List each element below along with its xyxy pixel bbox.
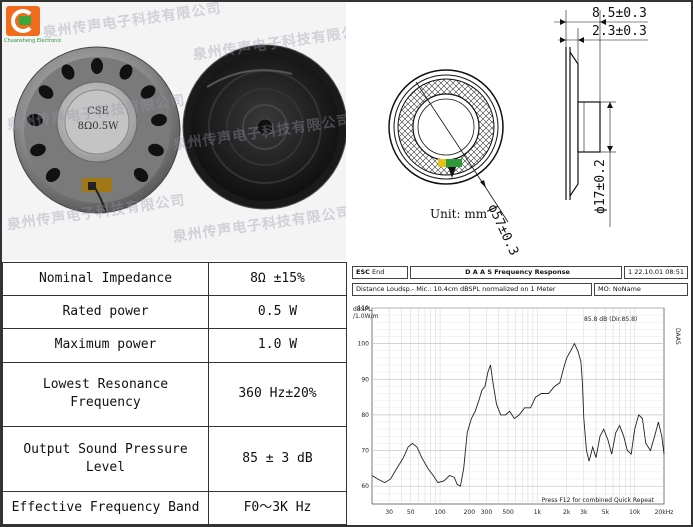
x-tick-label: 10k bbox=[629, 509, 641, 516]
y-tick-label: 100 bbox=[358, 341, 370, 348]
x-tick-label: 200 bbox=[464, 509, 476, 516]
measurement-description: Distance Loudsp.- Mic.: 10.4cm dBSPL nor… bbox=[352, 283, 592, 296]
x-tick-label: 300 bbox=[481, 509, 493, 516]
model-box: MO: NoName bbox=[594, 283, 688, 296]
spec-value: 8Ω ±15% bbox=[208, 261, 347, 297]
spec-label: Nominal Impedance bbox=[2, 261, 209, 297]
y-tick-label: 60 bbox=[361, 483, 369, 490]
dimension-drawing bbox=[388, 10, 648, 227]
dim-depth: 8.5±0.3 bbox=[592, 6, 647, 21]
dim-rim: 2.3±0.3 bbox=[592, 24, 647, 39]
x-tick-label: 1k bbox=[534, 509, 542, 516]
x-tick-label: 3k bbox=[580, 509, 588, 516]
spec-label: Output Sound Pressure Level bbox=[2, 426, 209, 492]
timestamp: 22.10.01 08:51 bbox=[634, 268, 684, 276]
x-tick-label: 100 bbox=[434, 509, 446, 516]
dim-magnet: ϕ17±0.2 bbox=[593, 159, 608, 214]
spec-value: F0～3K Hz bbox=[208, 490, 347, 526]
y-axis-label: /1.0W/m bbox=[353, 313, 379, 320]
model-key: MO: bbox=[598, 285, 611, 293]
logo-subtext: Chuansheng Electronic bbox=[4, 38, 62, 44]
esc-label: End bbox=[371, 268, 385, 276]
page-number: 1 bbox=[628, 268, 633, 276]
spec-label: Effective Frequency Band bbox=[2, 490, 209, 526]
x-tick-label: 50 bbox=[407, 509, 415, 516]
spec-value: 85 ± 3 dB bbox=[208, 426, 347, 492]
y-axis-label: dBSPL bbox=[353, 306, 372, 313]
table-row: Rated power 0.5 W bbox=[2, 295, 347, 330]
speaker-front bbox=[182, 44, 346, 210]
spec-label: Maximum power bbox=[2, 328, 209, 363]
y-tick-label: 110 bbox=[358, 305, 370, 312]
footer-note: Press F12 for combined Quick Repeat bbox=[542, 497, 655, 504]
table-row: Lowest Resonance Frequency 360 Hz±20% bbox=[2, 361, 347, 428]
technical-drawing-panel: 8.5±0.3 2.3±0.3 ϕ17±0.2 ϕ57±0.3 Unit: mm bbox=[348, 2, 691, 260]
unit-label: Unit: mm bbox=[430, 207, 488, 221]
speaker-label-brand: CSE bbox=[87, 106, 109, 117]
company-logo bbox=[6, 6, 40, 36]
page-date-box: 1 22.10.01 08:51 bbox=[624, 266, 688, 279]
readout: 85.8 dB (Dir.85.8) bbox=[584, 316, 637, 323]
chart-title-text: D A A S Frequency Response bbox=[465, 268, 570, 276]
plot-area bbox=[371, 307, 665, 505]
esc-end-button[interactable]: ESC End bbox=[352, 266, 408, 279]
model-value: NoName bbox=[612, 285, 641, 293]
speaker-back bbox=[13, 46, 181, 214]
table-row: Maximum power 1.0 W bbox=[2, 328, 347, 363]
table-row: Output Sound Pressure Level 85 ± 3 dB bbox=[2, 426, 347, 492]
spec-label: Lowest Resonance Frequency bbox=[2, 361, 209, 428]
x-tick-label: 20kHz bbox=[655, 509, 674, 516]
spec-label: Rated power bbox=[2, 295, 209, 330]
frequency-response-panel: ESC End D A A S Frequency Response 1 22.… bbox=[348, 262, 691, 525]
response-curve bbox=[371, 342, 665, 487]
frequency-response-chart: 60 70 80 90 100 110 30 50 100 200 300 500 1k 2k 3k 5k 10… bbox=[353, 305, 681, 516]
spec-value: 1.0 W bbox=[208, 328, 347, 363]
x-tick-label: 2k bbox=[563, 509, 571, 516]
esc-key: ESC bbox=[356, 268, 370, 276]
x-tick-label: 500 bbox=[502, 509, 514, 516]
x-tick-label: 5k bbox=[602, 509, 610, 516]
speaker-photo bbox=[13, 44, 346, 214]
table-row: Effective Frequency Band F0～3K Hz bbox=[2, 490, 347, 526]
y-tick-label: 80 bbox=[361, 412, 369, 419]
y-tick-label: 90 bbox=[361, 376, 369, 383]
spec-value: 0.5 W bbox=[208, 295, 347, 330]
x-tick-label: 30 bbox=[385, 509, 393, 516]
speaker-label-rating: 8Ω0.5W bbox=[77, 121, 119, 132]
spec-table: Nominal Impedance 8Ω ±15% Rated power 0.… bbox=[2, 261, 347, 526]
side-label: DAAS bbox=[674, 328, 681, 345]
y-tick-label: 70 bbox=[361, 448, 369, 455]
spec-value: 360 Hz±20% bbox=[208, 361, 347, 428]
product-photo-panel: Chuansheng Electronic CSE 8Ω0.5W 泉州传声电子科… bbox=[2, 2, 346, 260]
chart-title: D A A S Frequency Response bbox=[410, 266, 622, 279]
table-row: Nominal Impedance 8Ω ±15% bbox=[2, 261, 347, 297]
